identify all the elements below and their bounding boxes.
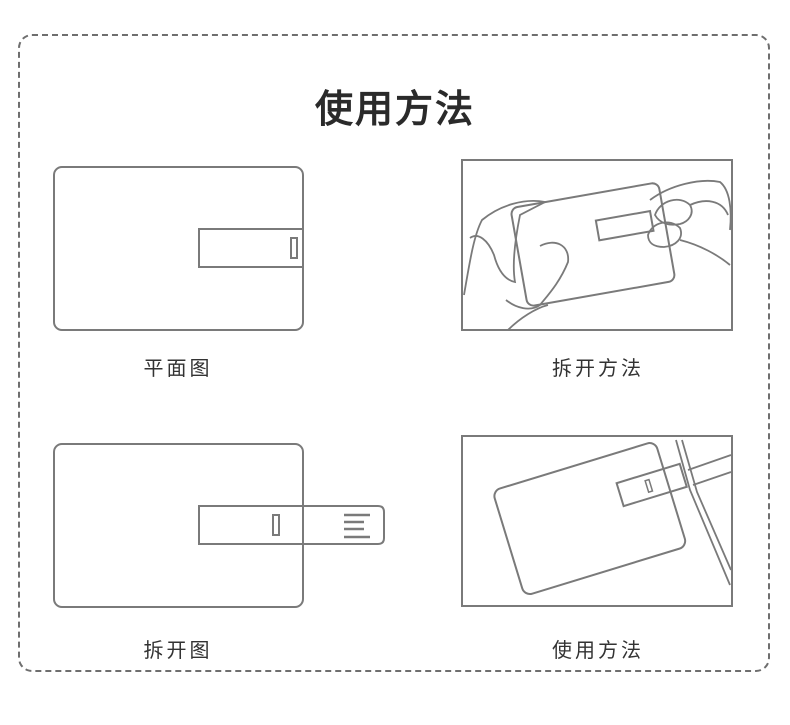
photo-frame [461,435,733,607]
inserted-usb-tab [615,462,688,508]
usb-contacts-icon [344,513,370,539]
usage-illustration [461,435,733,607]
left-thumb [505,241,569,310]
card-outline [53,166,304,331]
caption-opened: 拆开图 [143,638,213,662]
page-title: 使用方法 [314,87,475,131]
tilted-card [510,182,676,307]
usb-slot-icon [290,237,298,259]
detach-illustration [461,159,733,331]
usb-tab [198,228,304,268]
usb-tab-extended [198,505,304,545]
opened-card-illustration [53,443,385,608]
usb-slot-icon [272,514,280,536]
laptop-edge [675,439,731,586]
card-outline [53,443,304,608]
tilted-usb-tab [594,209,655,242]
right-hand [649,180,732,231]
flat-card-illustration [53,166,304,331]
caption-flat: 平面图 [143,356,213,380]
usb-slot-icon [644,478,654,494]
left-hand [463,200,548,296]
inserted-card [493,442,687,595]
right-finger-2 [647,221,682,248]
caption-usage: 使用方法 [552,638,644,662]
photo-frame [461,159,733,331]
caption-detach: 拆开方法 [552,356,644,380]
usb-connector [303,505,385,545]
dashed-frame [18,34,770,672]
right-finger-1 [654,198,693,226]
